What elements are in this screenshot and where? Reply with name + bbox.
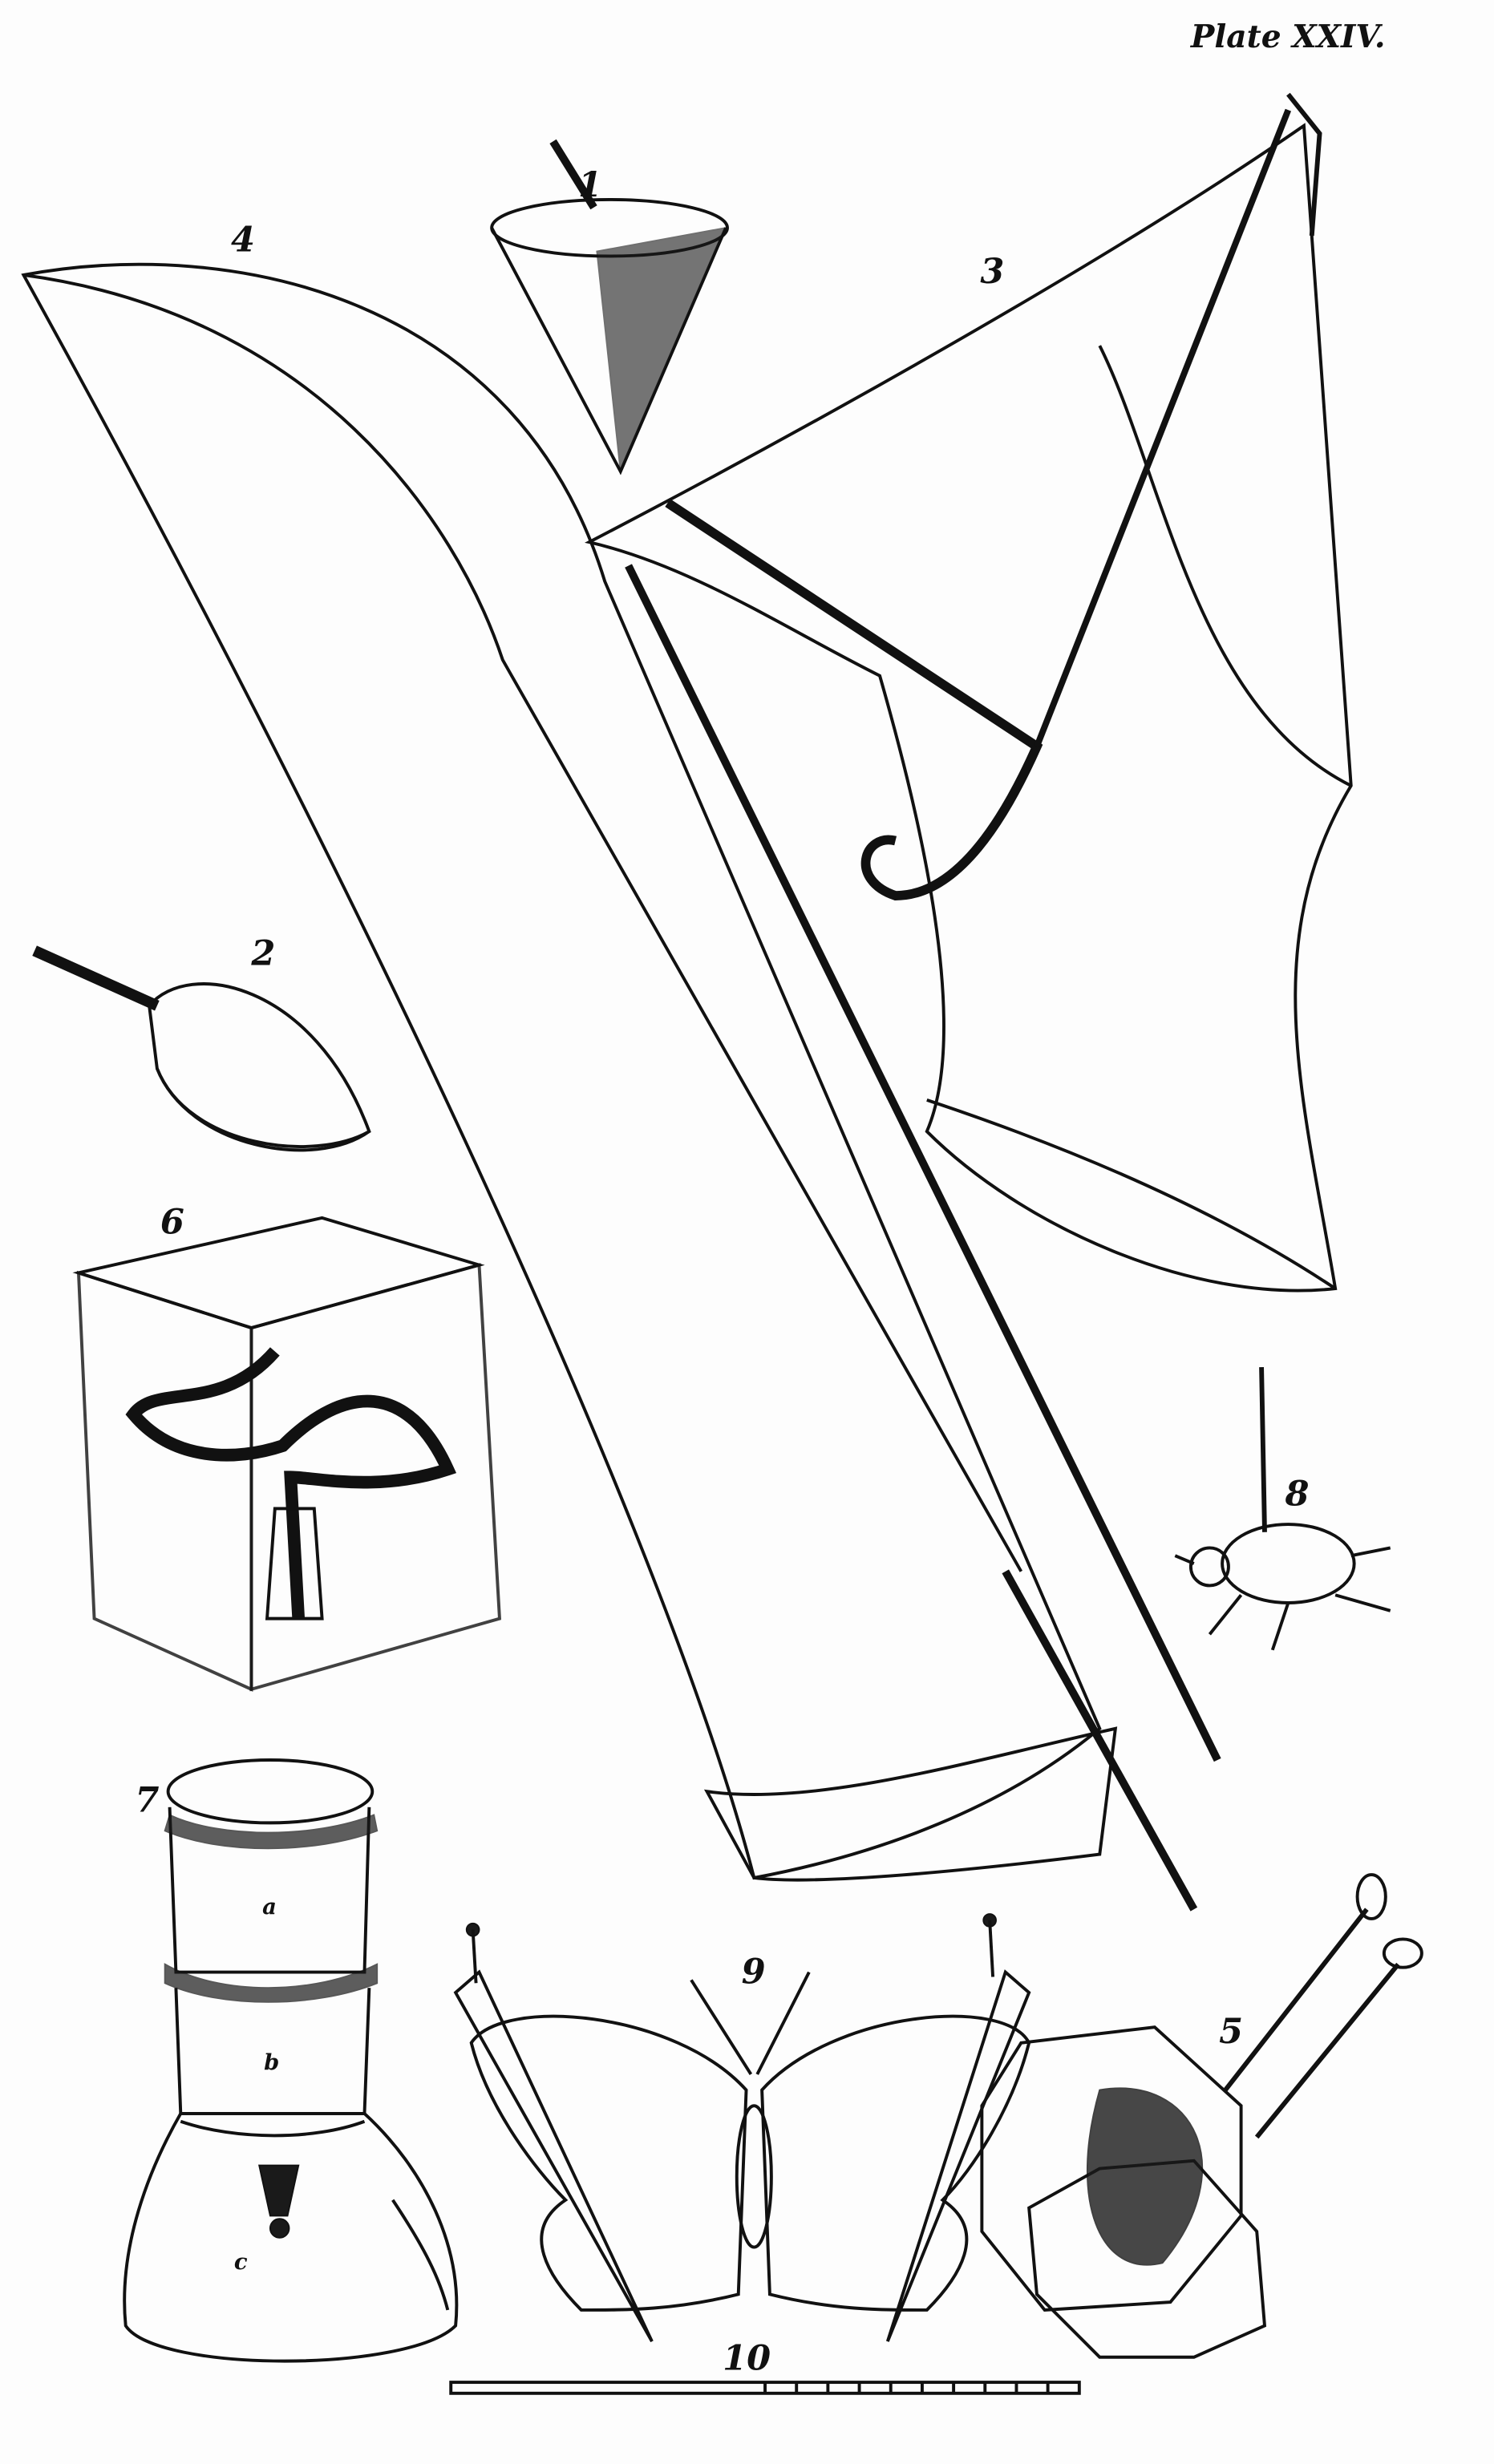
figure-5-net-forceps <box>980 1873 1423 2359</box>
figure-7-larva-jar <box>123 1758 459 2363</box>
figure-label-10: 10 <box>723 2338 771 2378</box>
figure-label-5: 5 <box>1219 2012 1243 2052</box>
figure-label-1: 1 <box>578 165 602 205</box>
figure-label-4: 4 <box>231 221 255 261</box>
jar-section-b: b <box>264 2049 279 2075</box>
figure-4-sweeping-net <box>21 262 1221 1912</box>
figure-1-cone-net <box>490 139 729 475</box>
figure-6-breeding-cage <box>72 1216 502 1692</box>
figure-label-8: 8 <box>1284 1475 1309 1515</box>
jar-section-c: c <box>234 2249 248 2275</box>
figure-10-scale-ruler <box>449 2381 1081 2395</box>
jar-section-a: a <box>262 1894 277 1920</box>
figure-3-bag-net <box>585 92 1353 1293</box>
figure-label-6: 6 <box>160 1202 184 1242</box>
plate-title: Plate XXIV. <box>1190 18 1386 55</box>
figure-label-9: 9 <box>742 1952 766 1992</box>
figure-8-pinned-beetle <box>1174 1366 1391 1651</box>
figure-label-7: 7 <box>135 1781 159 1821</box>
figure-label-3: 3 <box>980 252 1004 292</box>
figure-2-spoon-net <box>32 945 371 1152</box>
figure-9-set-butterfly <box>453 1913 1031 2343</box>
figure-label-2: 2 <box>250 933 275 973</box>
